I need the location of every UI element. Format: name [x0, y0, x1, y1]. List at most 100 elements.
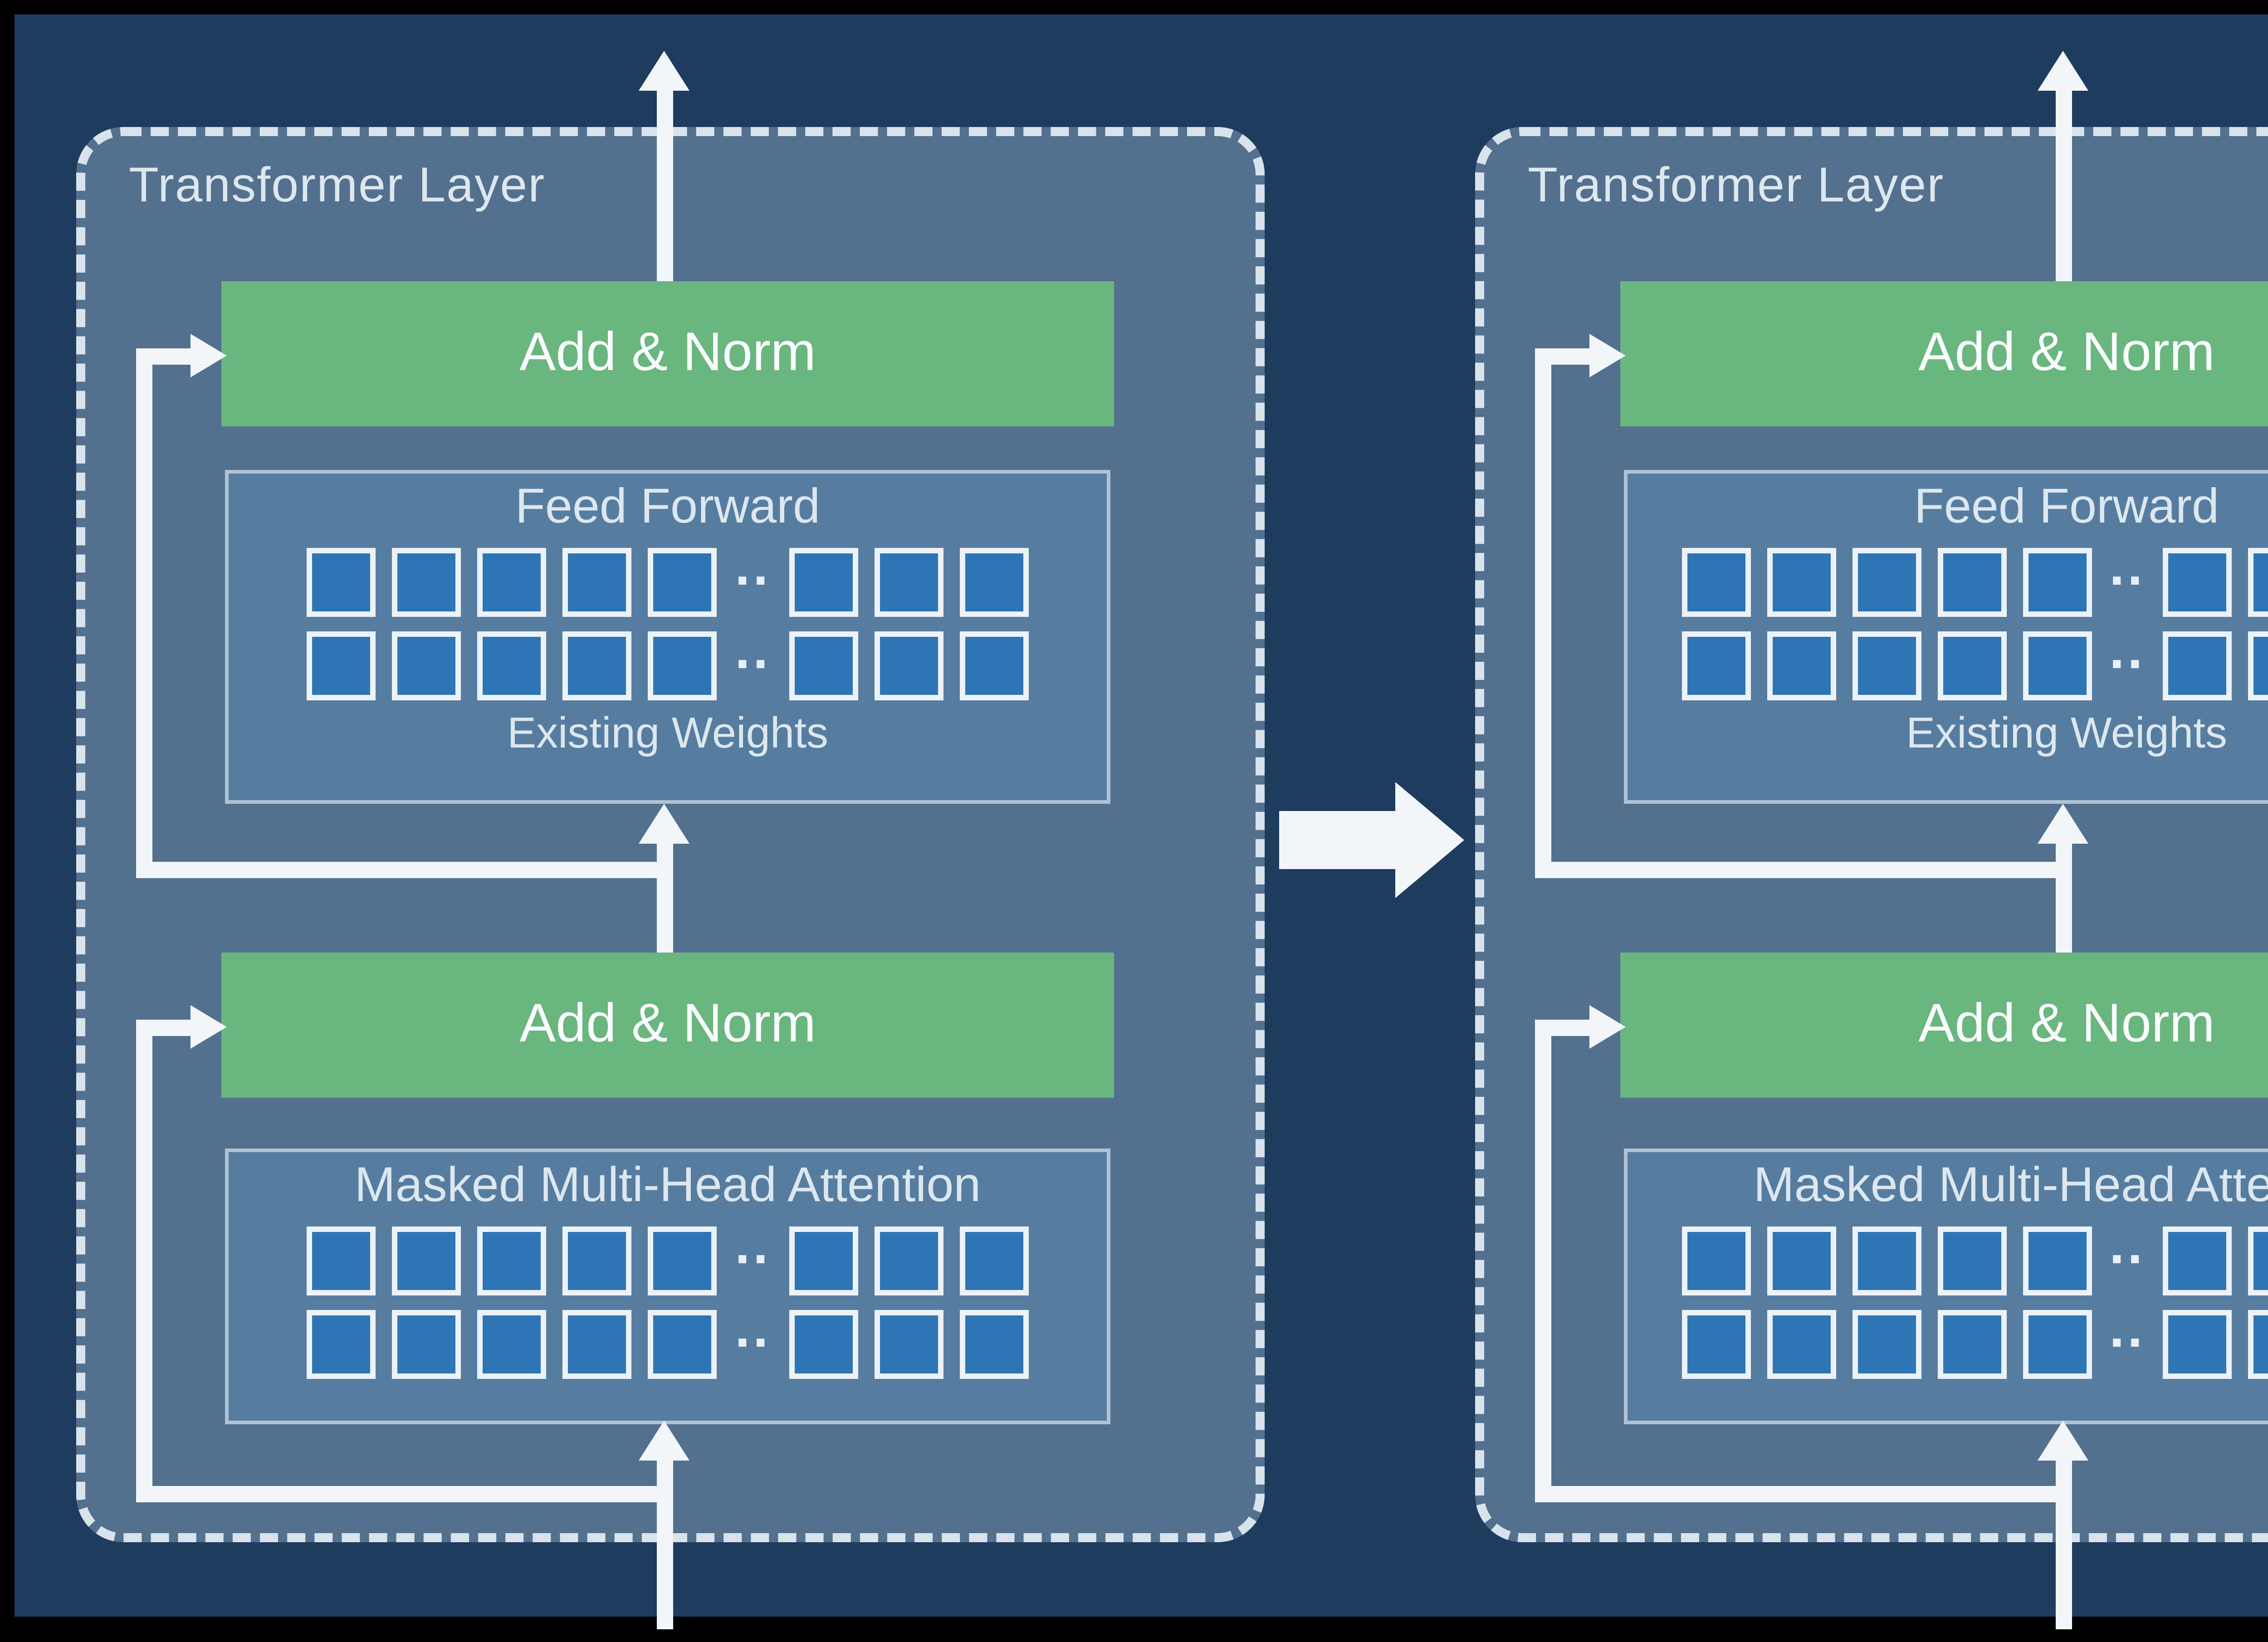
transformer-layer-panel-original: Transformer Layer Add & Norm Feed Forwar… — [76, 51, 1265, 1629]
transformer-layer-panel-fine-tuned: Transformer Layer Add & Norm Feed Forwar… — [1475, 51, 2268, 1629]
weight-cell — [2248, 1310, 2268, 1379]
weight-cell — [959, 1227, 1029, 1295]
weight-grid: ·· ·· — [307, 548, 1029, 700]
add-norm-block-top: Add & Norm — [1620, 281, 2268, 426]
add-norm-block-top: Add & Norm — [221, 281, 1114, 426]
transition-arrow-head-icon — [1395, 782, 1464, 898]
residual-arrow-head-icon — [1589, 1005, 1626, 1049]
feed-forward-title: Feed Forward — [1914, 479, 2219, 533]
weight-cell — [1852, 1227, 1921, 1295]
weight-row: ·· — [307, 1310, 1029, 1379]
output-arrow-head-icon — [2038, 51, 2088, 91]
weight-cell — [648, 631, 717, 700]
weight-row: ·· — [1681, 1310, 2268, 1379]
feed-forward-block: Feed Forward ·· ·· Existing Weights — [1624, 470, 2268, 804]
weight-cell — [307, 1310, 376, 1379]
weight-cell — [392, 548, 461, 617]
weight-cell — [2022, 1227, 2091, 1295]
add-norm-label: Add & Norm — [1918, 323, 2215, 383]
ellipsis: ·· — [2109, 1314, 2146, 1373]
weight-cell — [648, 548, 717, 617]
residual-connection-top — [1535, 348, 1551, 878]
add-norm-label: Add & Norm — [519, 994, 816, 1054]
residual-arrow-head-icon — [1589, 334, 1626, 377]
weight-cell — [789, 548, 858, 617]
weight-cell — [2163, 1310, 2233, 1379]
weight-grid: ·· ·· — [307, 1227, 1029, 1379]
transition-arrow — [1279, 811, 1395, 869]
feed-forward-block: Feed Forward ···· Existing Weights — [225, 470, 1110, 804]
ellipsis: ·· — [2109, 1230, 2146, 1290]
panel-title: Transformer Layer — [1528, 158, 1945, 212]
ellipsis: ·· — [2109, 552, 2146, 611]
weight-grid: ·· ·· — [1681, 1227, 2268, 1379]
weight-cell — [1937, 1227, 2006, 1295]
weight-row: ·· — [307, 1227, 1029, 1295]
masked-multi-head-attention-block: Masked Multi-Head Attention ·· ·· — [1624, 1148, 2268, 1424]
add-norm-label: Add & Norm — [519, 323, 816, 383]
weight-cell — [789, 631, 858, 700]
weight-cell — [1937, 631, 2006, 700]
add-norm-block-bottom: Add & Norm — [1620, 953, 2268, 1098]
weight-cell — [2248, 548, 2268, 617]
weight-cell — [2022, 631, 2091, 700]
attention-title: Masked Multi-Head Attention — [1753, 1158, 2268, 1212]
feed-forward-input-arrow-head-icon — [639, 804, 689, 844]
weight-cell — [1681, 548, 1750, 617]
weight-cell — [477, 1310, 546, 1379]
feed-forward-input-arrow — [657, 844, 673, 956]
feed-forward-title: Feed Forward — [515, 479, 821, 533]
weight-cell — [2022, 1310, 2091, 1379]
residual-junction-line — [136, 1486, 673, 1502]
weight-cell — [874, 1310, 943, 1379]
panel-title: Transformer Layer — [129, 158, 546, 212]
weight-row: ·· — [1681, 1227, 2268, 1295]
weight-cell — [1852, 548, 1921, 617]
residual-arrow-head-icon — [191, 334, 227, 377]
input-arrow-head-icon — [639, 1421, 689, 1461]
weight-cell — [789, 1227, 858, 1295]
weight-cell — [1937, 548, 2006, 617]
attention-title: Masked Multi-Head Attention — [354, 1158, 981, 1212]
ellipsis: ·· — [735, 552, 771, 611]
add-norm-label: Add & Norm — [1918, 994, 2215, 1054]
weight-cell — [562, 1310, 631, 1379]
weight-cell — [1766, 1310, 1835, 1379]
weight-cell — [1681, 1310, 1750, 1379]
weight-cell — [959, 548, 1029, 617]
weight-cell — [2163, 548, 2233, 617]
feed-forward-input-arrow — [2056, 844, 2072, 956]
weight-cell — [307, 548, 376, 617]
weight-cell — [2163, 1227, 2233, 1295]
weight-cell — [2022, 548, 2091, 617]
output-arrow-head-icon — [639, 51, 689, 91]
existing-weights-caption: Existing Weights — [1906, 709, 2227, 758]
ellipsis: ·· — [735, 635, 771, 695]
residual-connection-bottom — [136, 1020, 152, 1502]
weight-cell — [1681, 1227, 1750, 1295]
residual-junction-line — [136, 862, 673, 878]
add-norm-block-bottom: Add & Norm — [221, 953, 1114, 1098]
weight-cell — [959, 631, 1029, 700]
weight-cell — [1766, 631, 1835, 700]
weight-row: ·· — [1681, 548, 2268, 617]
feed-forward-input-arrow-head-icon — [2038, 804, 2088, 844]
weight-cell — [392, 1227, 461, 1295]
weight-cell — [789, 1310, 858, 1379]
weight-cell — [477, 631, 546, 700]
residual-junction-line — [1535, 862, 2072, 878]
weight-cell — [2248, 631, 2268, 700]
output-arrow — [657, 91, 673, 285]
weight-cell — [1852, 631, 1921, 700]
weight-row: ·· — [1681, 631, 2268, 700]
input-arrow-head-icon — [2038, 1421, 2088, 1461]
residual-connection-top-branch — [136, 348, 198, 365]
weight-cell — [1766, 548, 1835, 617]
residual-connection-bottom-branch — [136, 1020, 198, 1036]
weight-cell — [1852, 1310, 1921, 1379]
weight-row: ·· — [307, 631, 1029, 700]
weight-cell — [874, 548, 943, 617]
weight-cell — [1766, 1227, 1835, 1295]
weight-cell — [562, 1227, 631, 1295]
